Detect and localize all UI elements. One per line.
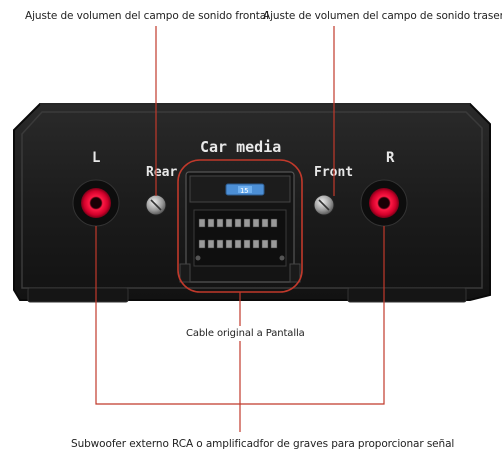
right-channel-label: R xyxy=(386,150,395,166)
front-volume-knob xyxy=(313,194,335,216)
connector-pins xyxy=(193,209,287,267)
fuse-rating: 15 xyxy=(240,187,248,195)
left-foot xyxy=(27,287,129,303)
subwoofer-caption: Subwoofer externo RCA o amplificadfor de… xyxy=(71,438,455,450)
leader-lines xyxy=(95,26,385,432)
rear-label: Rear xyxy=(146,165,177,180)
fuse-icon: 15 xyxy=(225,183,265,196)
left-channel-label: L xyxy=(92,150,100,166)
rca-jack-right xyxy=(360,179,408,227)
rca-jack-left xyxy=(72,179,120,227)
rear-volume-knob xyxy=(145,194,167,216)
brand-label: Car media xyxy=(200,138,281,156)
right-foot xyxy=(347,287,467,303)
rear-volume-caption: Ajuste de volumen del campo de sonido tr… xyxy=(263,10,502,22)
cable-caption: Cable original a Pantalla xyxy=(186,328,305,339)
front-volume-caption: Ajuste de volumen del campo de sonido fr… xyxy=(25,10,269,22)
harness-connector: 15 xyxy=(179,171,301,283)
